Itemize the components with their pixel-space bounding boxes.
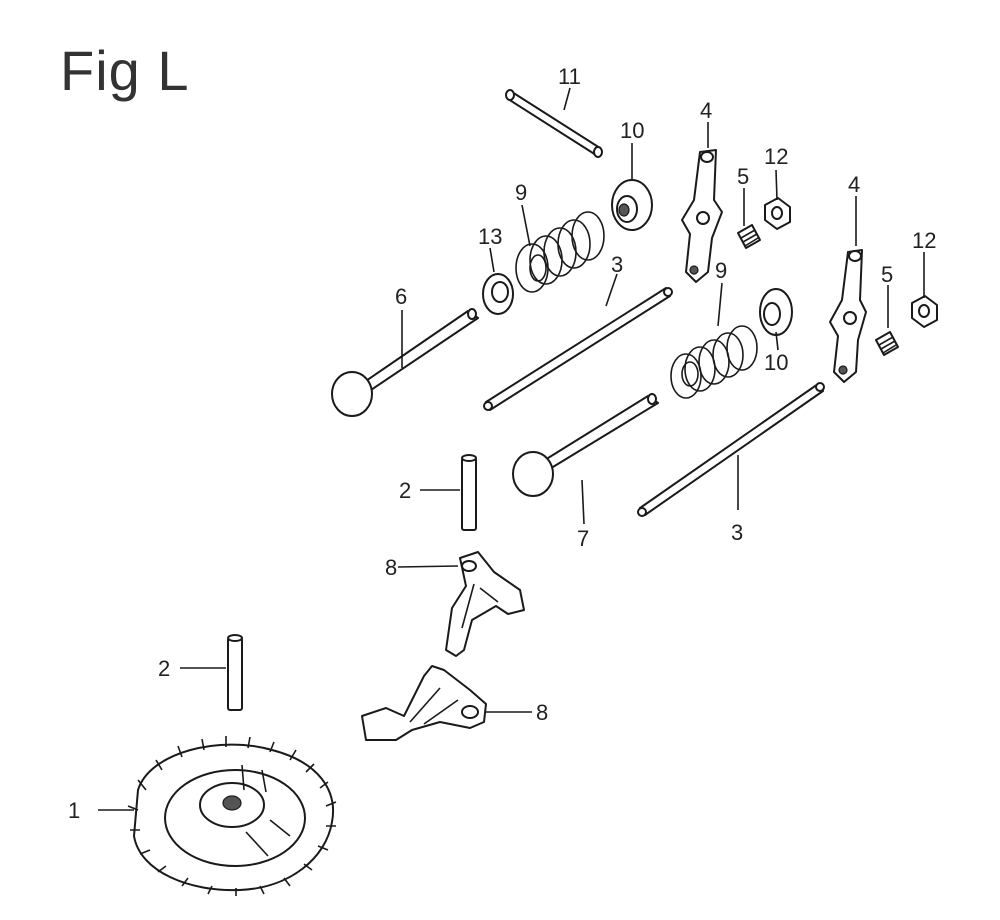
pushrod-icon — [637, 382, 825, 517]
shaft-icon — [505, 89, 603, 158]
callout-4: 4 — [700, 98, 712, 123]
callout-5: 5 — [881, 262, 893, 287]
callout-10: 10 — [764, 350, 788, 375]
valve-spring-icon — [670, 325, 758, 399]
callout-3: 3 — [611, 252, 623, 277]
callout-8: 8 — [536, 700, 548, 725]
rocker-arm-icon — [681, 149, 723, 283]
callout-4: 4 — [848, 172, 860, 197]
pivot-bolt-icon — [875, 331, 899, 356]
tappet-arm-icon — [361, 665, 487, 741]
callout-12: 12 — [912, 228, 936, 253]
valve-icon — [512, 393, 659, 497]
callout-6: 6 — [395, 284, 407, 309]
pivot-bolt-icon — [737, 224, 761, 249]
callout-11: 11 — [558, 64, 581, 89]
figure-title: Fig L — [60, 39, 190, 102]
nut-icon — [911, 295, 938, 328]
camshaft-gear-icon — [127, 736, 337, 896]
rocker-arm-icon — [829, 249, 867, 383]
valve-spring-icon — [515, 211, 605, 293]
callout-5: 5 — [737, 164, 749, 189]
spring-retainer-icon — [611, 179, 653, 231]
pin-icon — [227, 634, 243, 711]
callout-13: 13 — [478, 224, 502, 249]
callout-1: 1 — [68, 798, 80, 823]
spring-seat-icon — [482, 273, 514, 315]
callout-8: 8 — [385, 555, 397, 580]
callout-10: 10 — [620, 118, 644, 143]
callout-2: 2 — [399, 478, 411, 503]
callout-2: 2 — [158, 656, 170, 681]
tappet-arm-icon — [445, 551, 525, 657]
callout-12: 12 — [764, 144, 788, 169]
callout-7: 7 — [577, 526, 589, 551]
leader-lines — [98, 87, 925, 811]
pin-icon — [461, 454, 477, 531]
callout-9: 9 — [715, 258, 727, 283]
valve-icon — [331, 308, 479, 417]
callout-9: 9 — [515, 180, 527, 205]
pushrod-icon — [483, 287, 673, 411]
spring-retainer-icon — [759, 288, 793, 336]
callout-labels: 1 2 2 3 3 4 4 5 5 6 7 8 8 9 9 10 10 11 1… — [68, 64, 936, 823]
callout-3: 3 — [731, 520, 743, 545]
nut-icon — [764, 197, 791, 230]
